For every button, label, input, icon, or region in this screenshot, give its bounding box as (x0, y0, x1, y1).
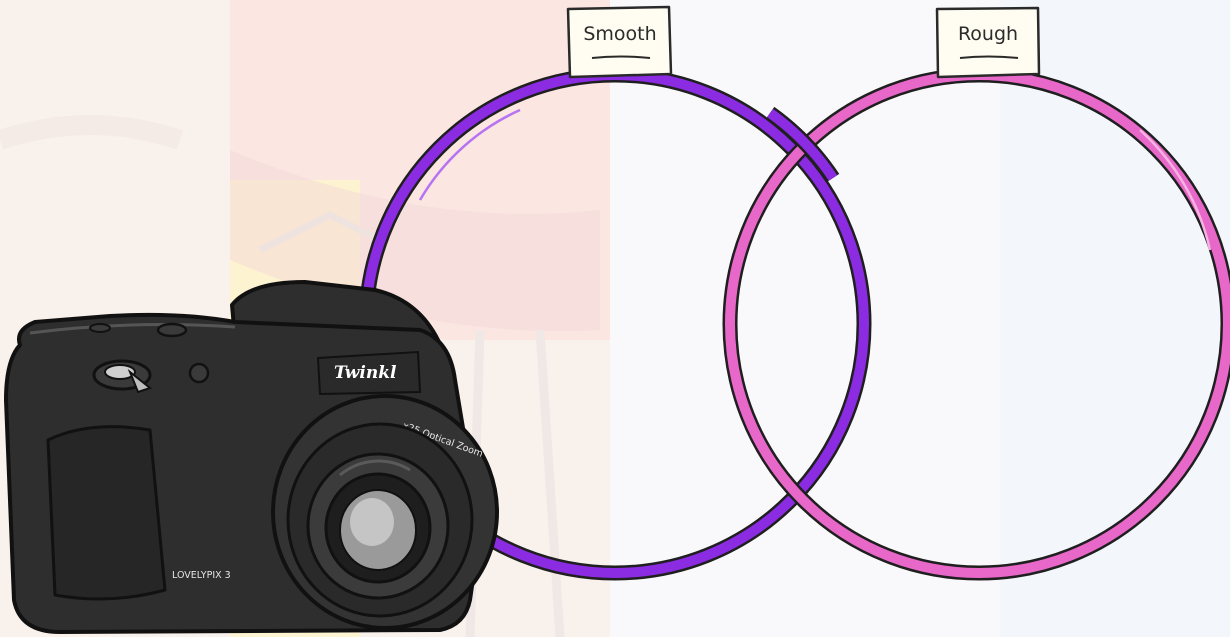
camera-brand-label: Twinkl (334, 363, 397, 383)
label-rough: Rough (958, 23, 1018, 45)
camera-button-icon (188, 362, 210, 384)
label-smooth: Smooth (583, 23, 656, 45)
camera-model-label: LOVELYPIX 3 (172, 570, 231, 581)
shutter-dial-icon (92, 359, 153, 394)
label-card-rough: Rough (935, 6, 1041, 79)
camera-illustration: Twinkl x25 Optical Zoom LOVELYPIX 3 (4, 280, 499, 634)
label-card-smooth: Smooth (566, 5, 673, 79)
